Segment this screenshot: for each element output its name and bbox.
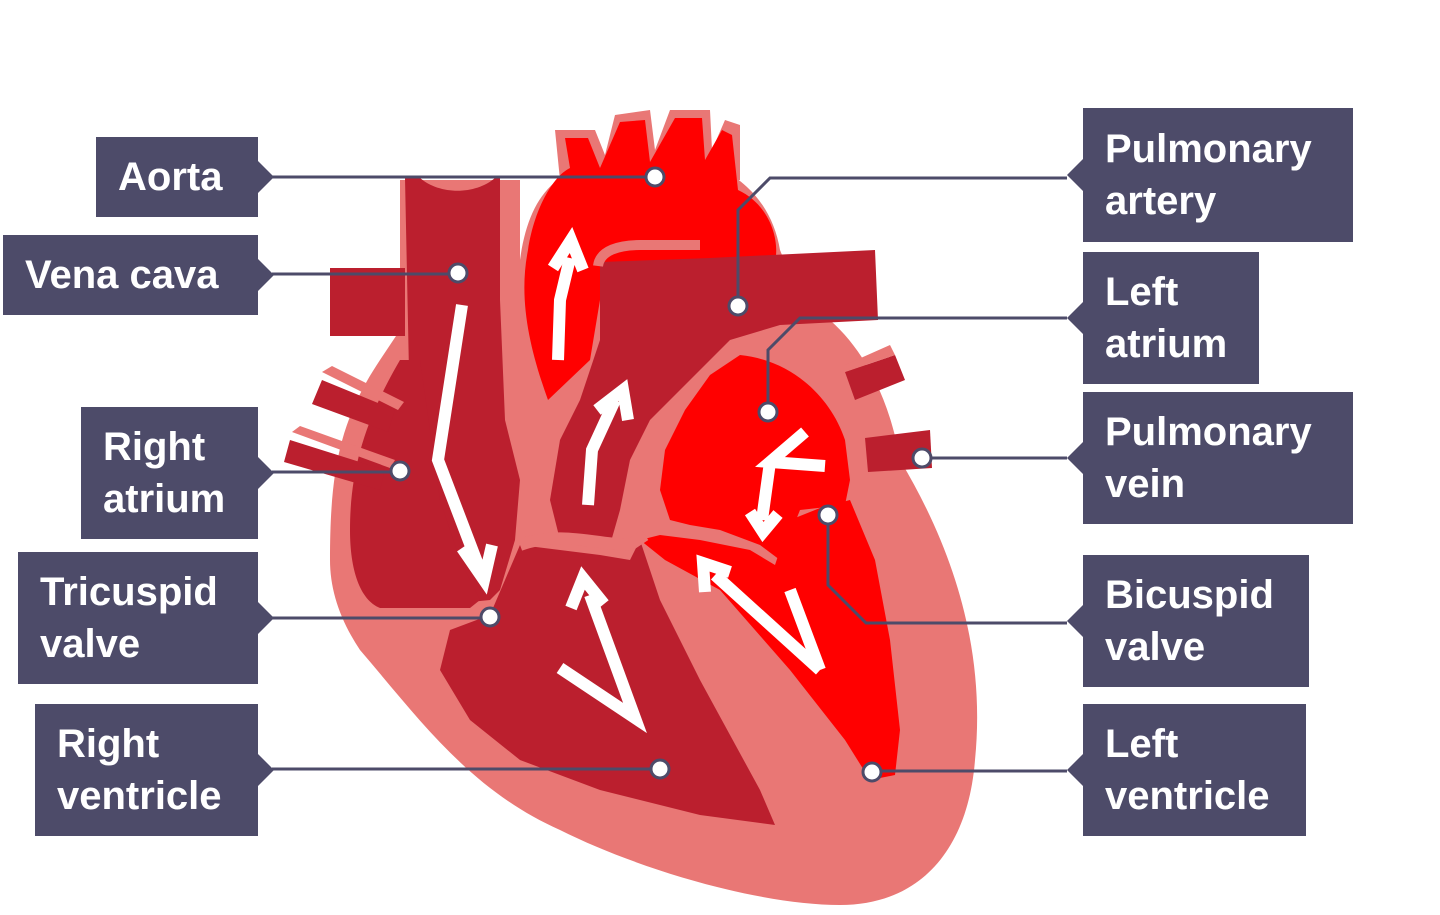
dot-aorta <box>644 166 666 188</box>
label-right-ventricle-line2: ventricle <box>57 774 222 818</box>
label-left-atrium: Left atrium <box>1067 252 1259 384</box>
label-vena-cava: Vena cava <box>3 235 274 315</box>
label-left-atrium-line2: atrium <box>1105 322 1228 366</box>
label-right-atrium-line1: Right <box>103 425 206 469</box>
pulmonary-vein-upper <box>845 355 905 400</box>
arrow-head-right-ventricle <box>565 566 609 611</box>
label-tricuspid-valve-line1: Tricuspid <box>40 570 218 614</box>
dot-right-atrium <box>389 460 411 482</box>
dot-pulmonary-artery <box>727 295 749 317</box>
label-left-ventricle: Left ventricle <box>1067 704 1306 836</box>
left-atrium-chamber <box>660 355 850 560</box>
label-aorta: Aorta <box>96 137 274 217</box>
aorta <box>524 118 777 400</box>
label-aorta-text: Aorta <box>118 155 223 199</box>
arrow-vena-cava-down <box>431 304 486 573</box>
arrow-aorta-up <box>552 256 576 361</box>
label-bicuspid-valve: Bicuspid valve <box>1067 555 1309 687</box>
label-bicuspid-valve-line1: Bicuspid <box>1105 573 1274 617</box>
septum-outline <box>517 530 649 552</box>
right-atrium-veins-outline <box>292 366 404 468</box>
arrow-left-atrium <box>755 427 826 521</box>
label-left-ventricle-line2: ventricle <box>1105 774 1270 818</box>
pointer-dots <box>389 166 933 783</box>
leader-left-atrium <box>766 316 1067 412</box>
label-tricuspid-valve-line2: valve <box>40 622 141 666</box>
label-pulmonary-vein-line1: Pulmonary <box>1105 410 1312 454</box>
label-bicuspid-valve-line2: valve <box>1105 625 1206 669</box>
pulmonary-artery-outline <box>593 240 700 268</box>
dot-vena-cava <box>447 262 469 284</box>
right-atrium-veins <box>284 380 395 490</box>
arrow-head-left-ventricle <box>696 554 732 593</box>
label-vena-cava-text: Vena cava <box>25 253 219 297</box>
label-pulmonary-artery-line2: artery <box>1105 179 1217 223</box>
leader-pulmonary-artery <box>736 176 1067 306</box>
leader-lines <box>272 175 1067 773</box>
arrow-head-left-atrium <box>744 508 783 543</box>
label-left-atrium-line1: Left <box>1105 270 1179 314</box>
leader-bicuspid <box>826 515 1067 625</box>
label-right-ventricle: Right ventricle <box>35 704 274 836</box>
label-right-ventricle-line1: Right <box>57 722 160 766</box>
label-pulmonary-artery: Pulmonary artery <box>1067 108 1353 242</box>
label-right-atrium-line2: atrium <box>103 477 226 521</box>
pulmonary-vein-upper-outline <box>845 345 895 372</box>
dot-left-ventricle <box>861 761 883 783</box>
arrow-pulmonary-up <box>582 397 621 506</box>
label-pulmonary-vein-line2: vein <box>1105 462 1186 506</box>
dot-right-ventricle <box>649 758 671 780</box>
arrow-head-aorta <box>547 226 589 273</box>
dot-bicuspid <box>817 504 839 526</box>
vena-cava-side <box>330 268 405 336</box>
label-right-atrium: Right atrium <box>81 407 274 539</box>
arrow-right-ventricle <box>556 592 647 734</box>
arrow-left-ventricle <box>710 570 826 675</box>
flow-arrows <box>431 226 826 734</box>
label-pulmonary-artery-line1: Pulmonary <box>1105 127 1312 171</box>
dot-pulmonary-vein <box>911 447 933 469</box>
right-ventricle-chamber <box>440 540 775 825</box>
label-pulmonary-vein: Pulmonary vein <box>1067 392 1353 524</box>
label-tricuspid-valve: Tricuspid valve <box>18 552 274 684</box>
arrow-head-pulmonary <box>593 379 634 421</box>
label-left-ventricle-line1: Left <box>1105 722 1179 766</box>
arrow-head-vena-cava <box>457 543 498 595</box>
dot-tricuspid <box>479 606 501 628</box>
dot-left-atrium <box>757 401 779 423</box>
